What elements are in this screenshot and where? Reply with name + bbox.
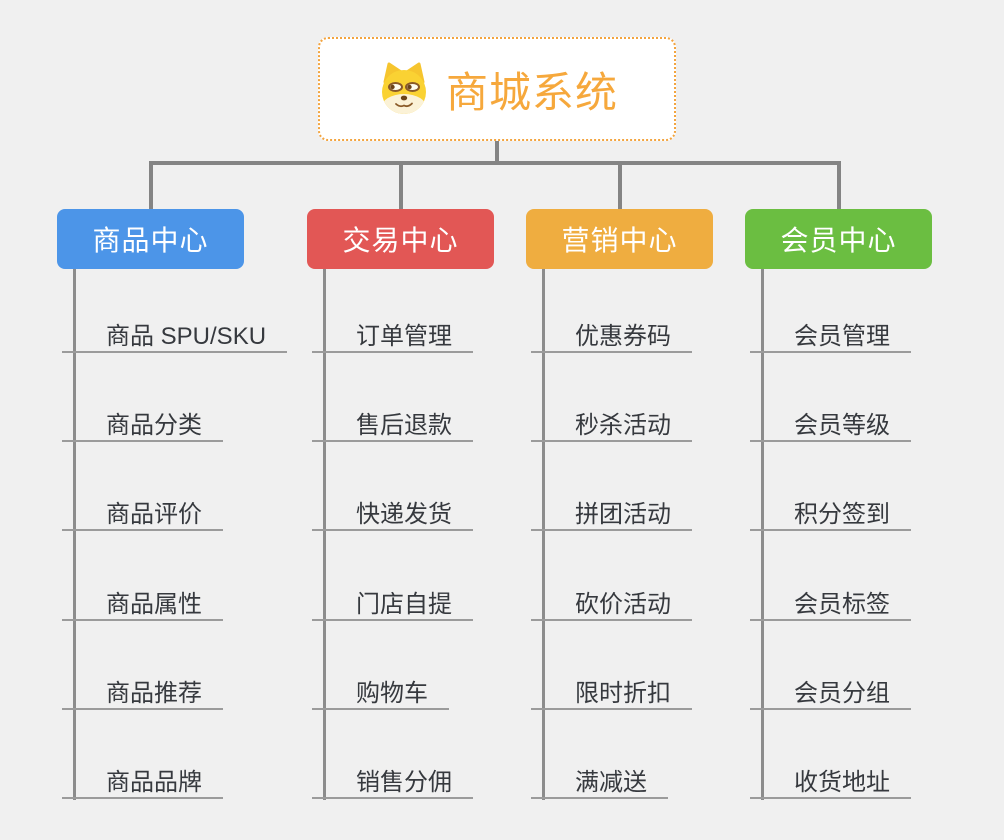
child-topic[interactable]: 会员标签 (750, 583, 911, 621)
child-topic[interactable]: 订单管理 (312, 315, 473, 353)
child-topic[interactable]: 收货地址 (750, 761, 911, 799)
child-topic[interactable]: 会员分组 (750, 672, 911, 710)
child-topic[interactable]: 砍价活动 (531, 583, 692, 621)
child-topic[interactable]: 商品属性 (62, 583, 223, 621)
connector-root-drop (495, 141, 499, 165)
root-node[interactable]: 商城系统 (318, 37, 676, 141)
child-topic[interactable]: 积分签到 (750, 493, 911, 531)
branch-node-3[interactable]: 营销中心 (526, 209, 713, 269)
root-title: 商城系统 (445, 68, 618, 116)
connector-drop (617, 161, 622, 209)
branch-node-1[interactable]: 商品中心 (57, 209, 244, 269)
child-topic[interactable]: 售后退款 (312, 404, 473, 442)
child-topic[interactable]: 会员管理 (750, 315, 911, 353)
connector-bus (149, 161, 840, 165)
child-topic[interactable]: 商品品牌 (62, 761, 223, 799)
child-topic[interactable]: 限时折扣 (531, 672, 692, 710)
child-topic[interactable]: 秒杀活动 (531, 404, 692, 442)
branch-trunk-line (323, 269, 326, 800)
connector-drop (148, 161, 153, 209)
branch-node-4[interactable]: 会员中心 (745, 209, 932, 269)
branch-trunk-line (761, 269, 764, 800)
child-topic[interactable]: 优惠券码 (531, 315, 692, 353)
child-topic[interactable]: 销售分佣 (312, 761, 473, 799)
connector-drop (836, 161, 841, 209)
child-topic[interactable]: 拼团活动 (531, 493, 692, 531)
branch-trunk-line (73, 269, 76, 800)
child-topic[interactable]: 商品分类 (62, 404, 223, 442)
child-topic[interactable]: 商品推荐 (62, 672, 223, 710)
child-topic[interactable]: 快递发货 (312, 493, 473, 531)
child-topic[interactable]: 商品 SPU/SKU (62, 315, 288, 353)
child-topic[interactable]: 会员等级 (750, 404, 911, 442)
child-topic[interactable]: 购物车 (312, 672, 449, 710)
child-topic[interactable]: 商品评价 (62, 493, 223, 531)
dog-face-icon (381, 62, 426, 114)
child-topic[interactable]: 门店自提 (312, 583, 473, 621)
branch-node-2[interactable]: 交易中心 (307, 209, 494, 269)
connector-drop (398, 161, 403, 209)
child-topic[interactable]: 满减送 (531, 761, 668, 799)
branch-trunk-line (542, 269, 545, 800)
